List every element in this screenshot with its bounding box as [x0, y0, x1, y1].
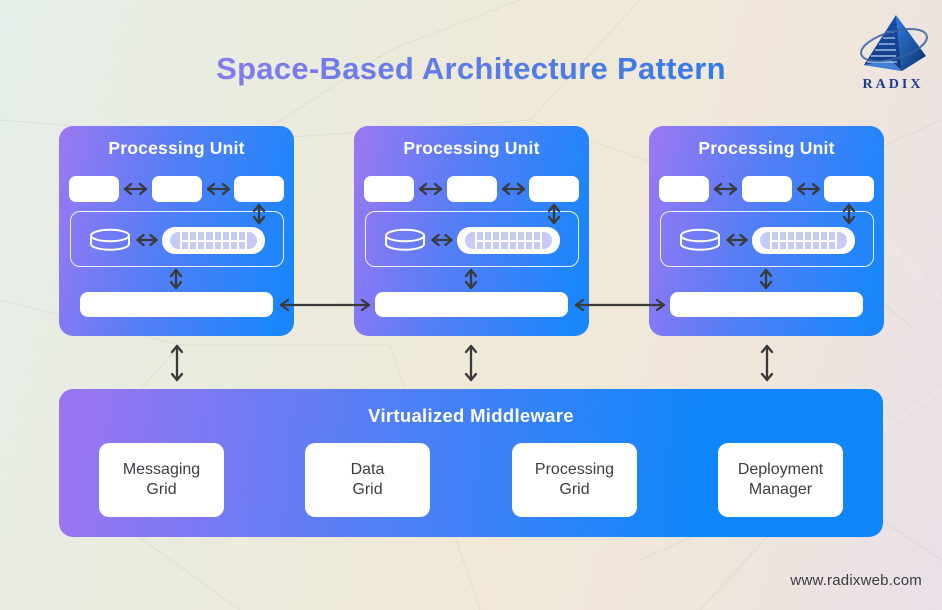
in-memory-data-frame: [365, 211, 579, 267]
database-icon: [680, 228, 720, 251]
module-box: [824, 176, 874, 202]
double-arrow-horizontal-icon: [206, 182, 231, 196]
middleware-card-processing-grid: Processing Grid: [512, 443, 637, 517]
processing-unit-1: Processing Unit: [59, 126, 294, 336]
double-arrow-vertical-icon: [464, 268, 478, 290]
double-arrow-vertical-icon: [760, 344, 774, 382]
brand-name: RADIX: [862, 77, 924, 92]
module-box: [152, 176, 202, 202]
module-box: [529, 176, 579, 202]
memory-grid-icon: [457, 227, 560, 254]
double-arrow-horizontal-icon: [574, 298, 666, 312]
processing-unit-title: Processing Unit: [403, 138, 540, 158]
virtualized-bus-bar: [670, 292, 863, 317]
page-title: Space-Based Architecture Pattern: [0, 51, 942, 87]
double-arrow-horizontal-icon: [713, 182, 738, 196]
database-icon: [385, 228, 425, 251]
footer-website: www.radixweb.com: [790, 572, 922, 589]
module-box: [742, 176, 792, 202]
double-arrow-horizontal-icon: [418, 182, 443, 196]
module-box: [659, 176, 709, 202]
middleware-card-deployment-manager: Deployment Manager: [718, 443, 843, 517]
processing-unit-2: Processing Unit: [354, 126, 589, 336]
in-memory-data-frame: [70, 211, 284, 267]
double-arrow-vertical-icon: [547, 203, 561, 225]
double-arrow-vertical-icon: [842, 203, 856, 225]
module-box: [234, 176, 284, 202]
double-arrow-horizontal-icon: [726, 233, 748, 247]
double-arrow-horizontal-icon: [279, 298, 371, 312]
pyramid-logo-icon: [860, 15, 928, 71]
double-arrow-vertical-icon: [759, 268, 773, 290]
double-arrow-vertical-icon: [464, 344, 478, 382]
double-arrow-horizontal-icon: [431, 233, 453, 247]
memory-grid-icon: [162, 227, 265, 254]
double-arrow-horizontal-icon: [796, 182, 821, 196]
in-memory-data-frame: [660, 211, 874, 267]
middleware-card-messaging-grid: Messaging Grid: [99, 443, 224, 517]
double-arrow-horizontal-icon: [123, 182, 148, 196]
virtualized-bus-bar: [80, 292, 273, 317]
double-arrow-horizontal-icon: [136, 233, 158, 247]
brand-logo: RADIX: [851, 12, 935, 93]
virtualized-middleware-panel: Virtualized Middleware Messaging Grid Da…: [59, 389, 883, 537]
processing-unit-3: Processing Unit: [649, 126, 884, 336]
double-arrow-vertical-icon: [169, 268, 183, 290]
middleware-title: Virtualized Middleware: [368, 405, 574, 426]
database-icon: [90, 228, 130, 251]
processing-unit-title: Processing Unit: [698, 138, 835, 158]
virtualized-bus-bar: [375, 292, 568, 317]
module-box: [447, 176, 497, 202]
double-arrow-vertical-icon: [252, 203, 266, 225]
middleware-card-data-grid: Data Grid: [305, 443, 430, 517]
module-box: [364, 176, 414, 202]
memory-grid-icon: [752, 227, 855, 254]
double-arrow-vertical-icon: [170, 344, 184, 382]
double-arrow-horizontal-icon: [501, 182, 526, 196]
module-box: [69, 176, 119, 202]
processing-unit-title: Processing Unit: [108, 138, 245, 158]
